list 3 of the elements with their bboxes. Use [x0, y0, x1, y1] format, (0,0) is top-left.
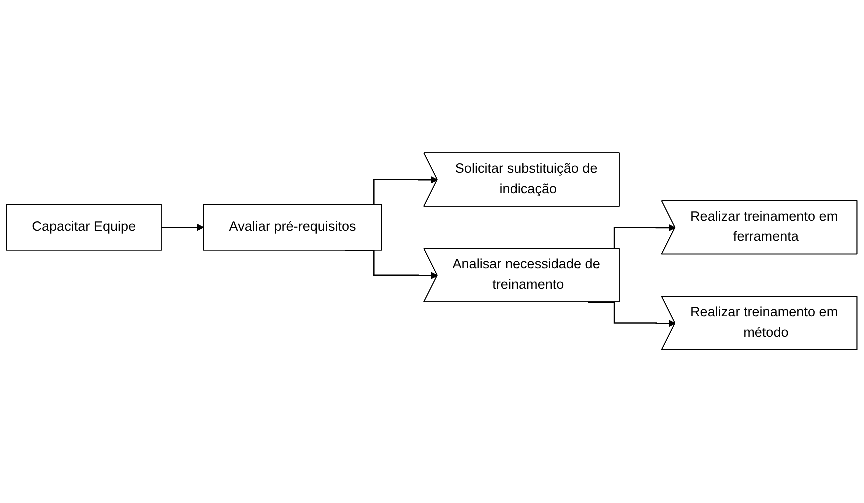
node-box: Avaliar pré-requisitos — [203, 204, 382, 251]
arrow — [162, 224, 204, 232]
node-box: Capacitar Equipe — [6, 204, 162, 251]
